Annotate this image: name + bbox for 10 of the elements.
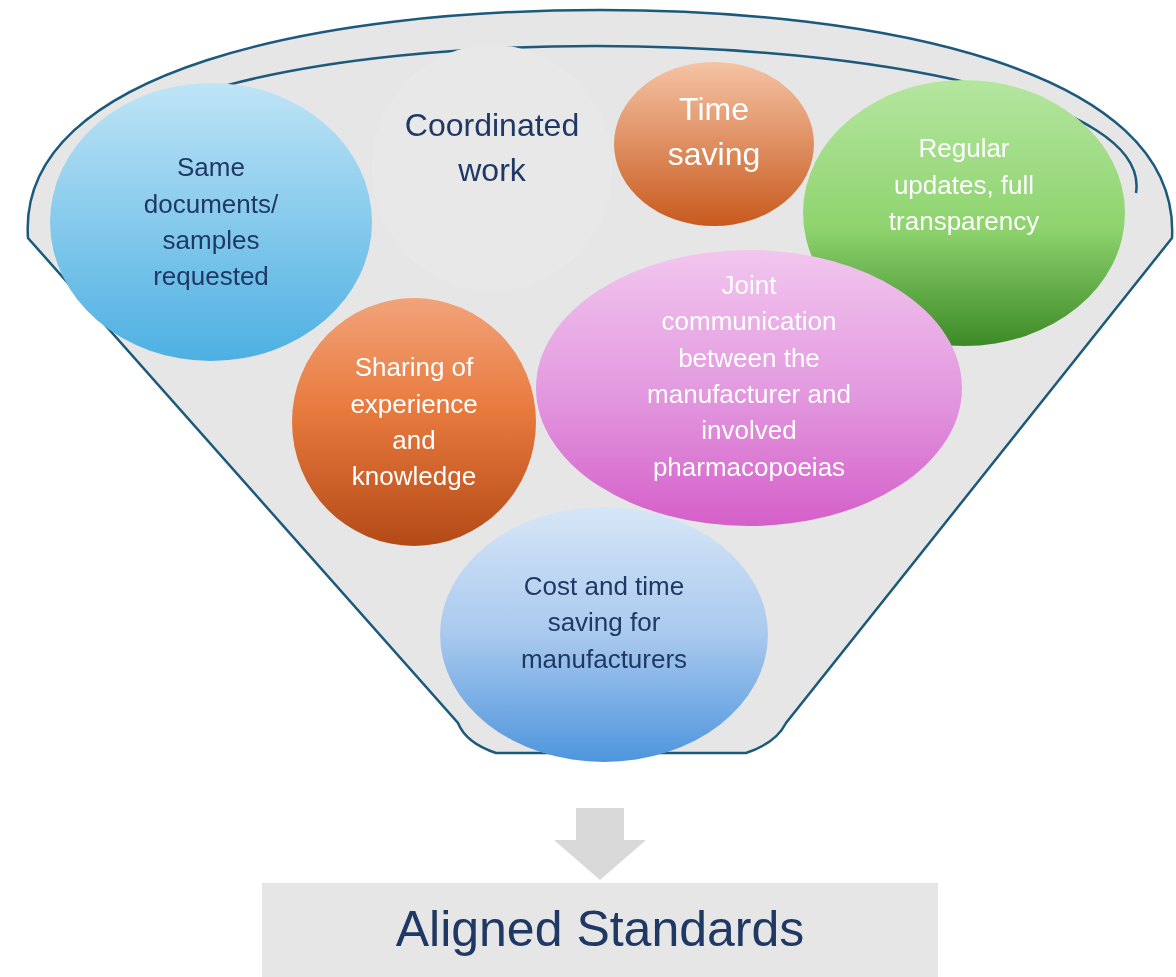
result-box <box>262 883 938 977</box>
benefit-text: Regular updates, full transparency <box>887 132 1041 239</box>
benefit-text: Time saving <box>666 90 762 174</box>
benefit-text: Cost and time saving for manufacturers <box>519 569 689 676</box>
benefit-text: Sharing of experience and knowledge <box>349 351 479 494</box>
benefit-text: Coordinated work <box>403 106 581 190</box>
benefit-text: Same documents/ samples requested <box>142 151 280 294</box>
result-title: Aligned Standards <box>395 901 805 959</box>
benefit-text: Joint communication between the manufacturer and involved pharmacopoeias <box>646 268 852 484</box>
block-arrow <box>554 808 646 880</box>
